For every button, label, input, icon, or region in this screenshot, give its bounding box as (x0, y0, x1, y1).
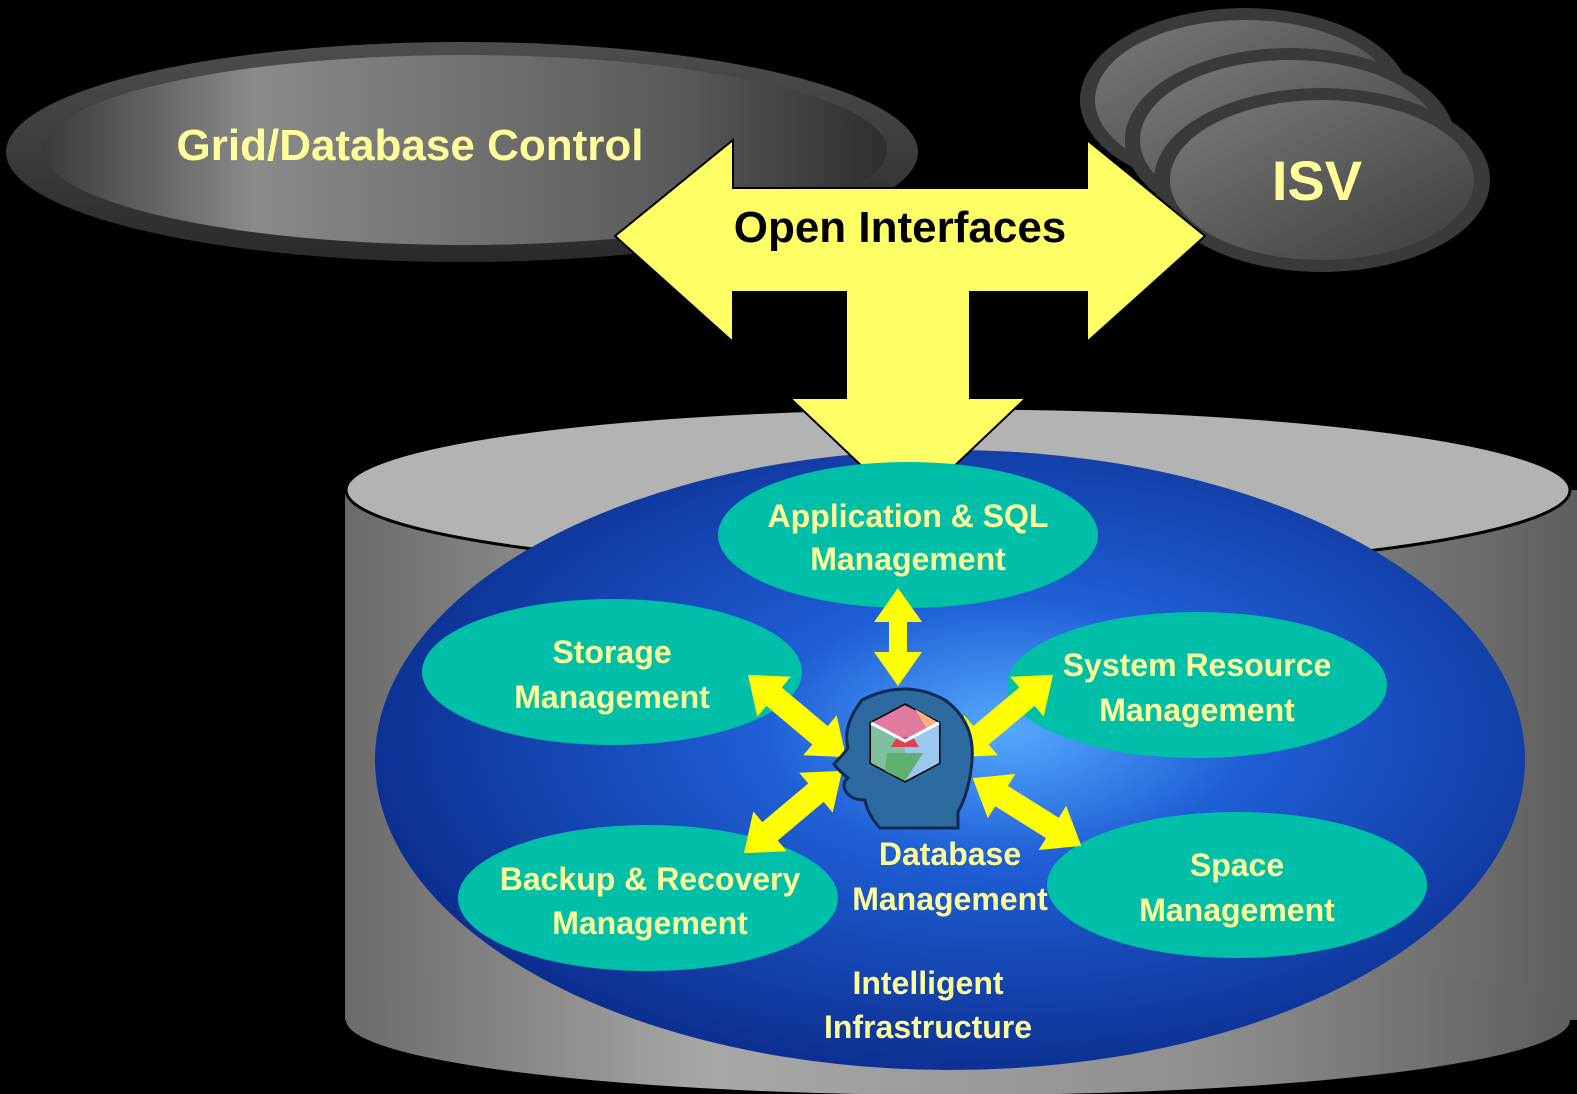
backup-recovery-label-line2: Management (552, 905, 748, 941)
backup-recovery-management-node (458, 825, 838, 971)
backup-recovery-label-line1: Backup & Recovery (500, 861, 801, 897)
connector-arrows (743, 588, 1082, 854)
space-label-line2: Management (1139, 892, 1335, 928)
storage-label-line2: Management (514, 679, 710, 715)
arrow-to-app-sql (874, 588, 922, 686)
app-sql-label-line2: Management (810, 541, 1006, 577)
intelligent-infrastructure-label-line2: Infrastructure (824, 1009, 1032, 1045)
intelligent-infrastructure-label-line1: Intelligent (852, 965, 1003, 1001)
app-sql-label-line1: Application & SQL (768, 498, 1049, 534)
system-resource-label-line2: Management (1099, 692, 1295, 728)
arrow-to-system-resource (954, 674, 1054, 758)
system-resource-management-node (1007, 612, 1387, 758)
isv-node (1080, 8, 1490, 272)
arrow-to-backup-recovery (743, 770, 843, 854)
system-resource-label-line1: System Resource (1063, 647, 1332, 683)
app-sql-management-node (718, 462, 1098, 608)
open-interfaces-arrow (613, 137, 1207, 512)
grid-database-control-label: Grid/Database Control (177, 121, 644, 170)
isv-label: ISV (1272, 149, 1362, 212)
space-label-line1: Space (1190, 847, 1284, 883)
arrow-to-storage (747, 674, 847, 758)
open-interfaces-label: Open Interfaces (734, 203, 1067, 252)
head-brain-cube-icon (832, 687, 974, 830)
storage-management-node (422, 599, 802, 745)
database-management-label-line2: Management (852, 881, 1048, 917)
arrow-to-space (972, 774, 1082, 850)
space-management-node (1047, 812, 1427, 958)
storage-label-line1: Storage (552, 634, 671, 670)
database-management-label-line1: Database (879, 836, 1021, 872)
